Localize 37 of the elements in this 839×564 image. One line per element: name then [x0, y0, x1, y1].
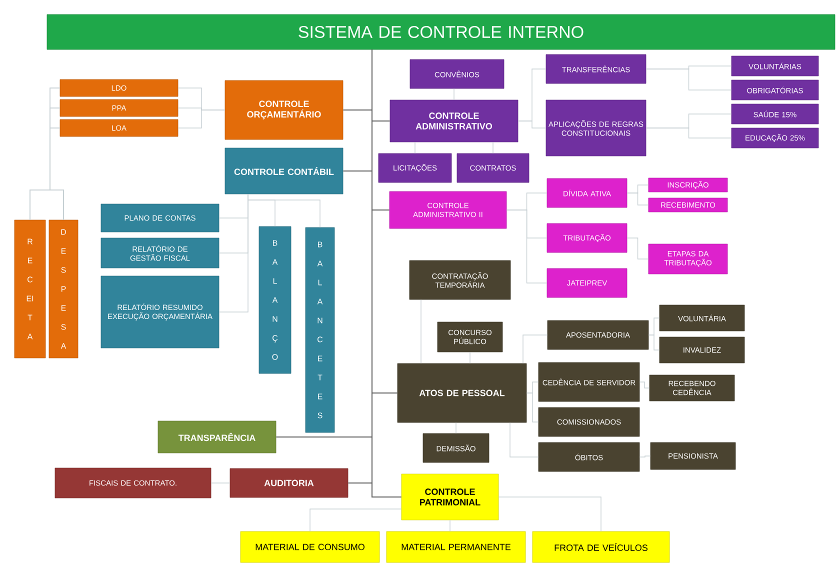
connector-line	[518, 120, 546, 128]
box: CONTROLE CONTÁBIL	[224, 148, 344, 194]
box: MATERIAL DE CONSUMO	[240, 531, 380, 563]
connector-line	[498, 496, 602, 532]
vertical-box: BALANÇO	[258, 226, 292, 374]
connector-line	[492, 142, 494, 154]
connector-line	[526, 392, 539, 422]
connector-line	[248, 194, 320, 228]
vertical-box: BALANCETES	[305, 227, 335, 433]
connector-line	[178, 110, 226, 128]
connector-line	[310, 508, 402, 532]
vertical-box: RECEITA	[14, 220, 46, 358]
connector-line	[50, 128, 64, 220]
box: ATOS DE PESSOAL	[397, 363, 527, 423]
connector-line	[506, 210, 548, 284]
connector-line	[639, 456, 651, 458]
box: CONTROLE PATRIMONIAL	[401, 474, 499, 520]
connector-line	[522, 334, 548, 364]
connector-line	[648, 334, 660, 350]
connector-line	[372, 49, 402, 498]
box: TRANSPARÊNCIA	[158, 420, 276, 454]
connector-line	[510, 422, 539, 458]
connector-line	[639, 382, 650, 388]
connector-line	[626, 238, 649, 260]
box: MATERIAL PERMANENTE	[386, 531, 526, 563]
connector-line	[646, 128, 732, 138]
box: CONTROLE ADMINISTRATIVO	[390, 100, 518, 142]
connector-line	[420, 299, 422, 364]
connector-line	[210, 482, 230, 484]
box: FROTA DE VEÍCULOS	[532, 531, 670, 563]
connector-line	[626, 192, 649, 206]
box: CONTROLE ORÇAMENTÁRIO	[224, 80, 344, 140]
connector-line	[646, 68, 732, 90]
title-banner: SISTEMA DE CONTROLE INTERNO	[46, 14, 836, 50]
vertical-box: DESPESA	[48, 220, 78, 358]
box: AUDITORIA	[230, 468, 348, 498]
connector-line	[414, 142, 416, 154]
